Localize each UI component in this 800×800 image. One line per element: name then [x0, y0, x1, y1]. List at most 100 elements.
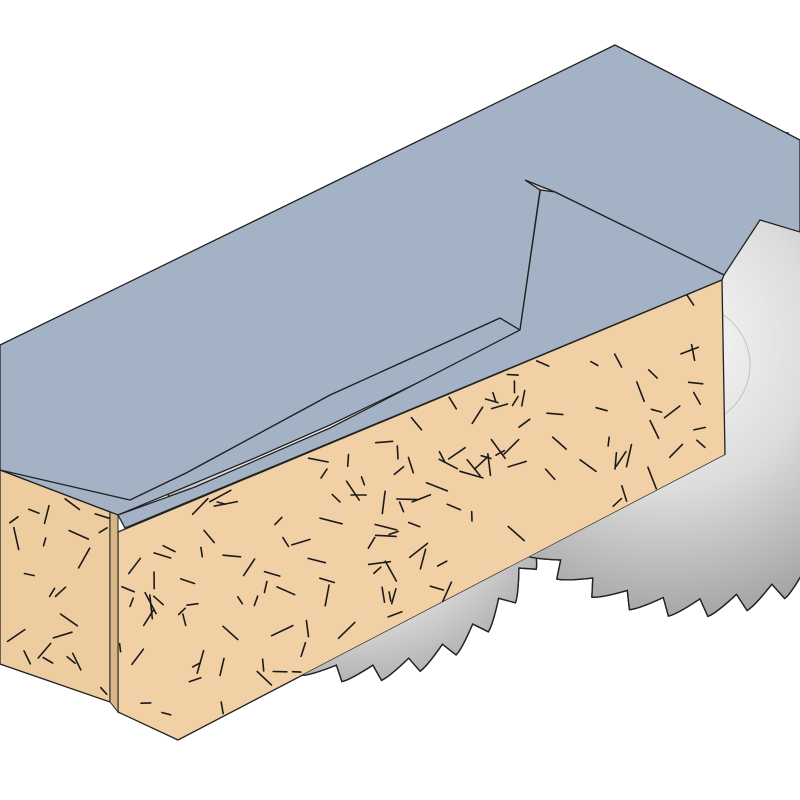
grain-mark [144, 591, 157, 615]
grain-mark [381, 586, 386, 604]
grain-mark [690, 343, 696, 362]
grain-mark [99, 686, 108, 696]
grain-mark [687, 381, 704, 385]
grain-mark [625, 443, 633, 468]
grain-mark [388, 591, 392, 602]
grain-mark [612, 497, 623, 508]
grain-mark [466, 458, 481, 477]
grain-mark [300, 641, 307, 658]
grain-mark [367, 560, 392, 566]
grain-mark [186, 602, 199, 607]
grain-mark [222, 554, 242, 558]
grain-mark [507, 525, 526, 542]
grain-mark [129, 597, 134, 608]
grain-mark [607, 436, 611, 447]
grain-mark [270, 624, 294, 637]
grain-mark [319, 517, 343, 525]
grain-mark [668, 443, 684, 459]
grain-mark [695, 439, 706, 449]
grain-mark [23, 572, 36, 577]
grain-mark [551, 436, 568, 450]
grain-mark [384, 560, 398, 582]
grain-mark [118, 642, 122, 653]
grain-mark [374, 523, 398, 531]
grain-mark [438, 458, 459, 470]
grain-mark [345, 480, 361, 501]
grain-mark [395, 498, 418, 501]
grain-mark [492, 391, 497, 403]
grain-mark [128, 557, 142, 575]
grain-mark [685, 293, 695, 306]
grain-mark [153, 552, 172, 559]
grain-mark [188, 676, 202, 683]
grain-mark [447, 446, 466, 460]
grain-mark [77, 547, 91, 569]
grain-mark [320, 468, 328, 479]
board-top-main [0, 44, 800, 501]
grain-mark [177, 607, 186, 616]
grain-mark [196, 649, 205, 675]
grain-mark [282, 536, 290, 548]
grain-mark [48, 587, 56, 598]
grain-mark [52, 631, 73, 639]
grain-mark [274, 516, 283, 526]
grain-mark [94, 513, 110, 521]
grain-mark [425, 481, 449, 492]
grain-mark [506, 373, 519, 376]
grain-mark [613, 353, 623, 368]
grain-mark [680, 346, 700, 355]
grain-mark [6, 628, 26, 643]
grain-mark [589, 360, 599, 367]
grain-mark [152, 595, 164, 606]
wood-grain-end [6, 497, 110, 696]
grain-mark [448, 396, 458, 410]
grain-mark [43, 504, 50, 525]
grain-mark [429, 585, 445, 591]
grain-mark [305, 619, 310, 638]
grain-mark [307, 457, 329, 463]
grain-mark [408, 542, 429, 559]
grain-mark [486, 452, 492, 477]
grain-mark [237, 595, 244, 605]
grain-mark [407, 456, 415, 474]
grain-mark [59, 613, 79, 627]
grain-mark [346, 453, 350, 468]
grain-mark [396, 445, 399, 460]
grain-mark [337, 621, 356, 640]
grain-mark [474, 455, 490, 470]
grain-mark [407, 521, 421, 528]
grain-mark [191, 662, 201, 668]
grain-mark [381, 490, 386, 515]
grain-mark [203, 529, 215, 544]
grain-mark [263, 570, 281, 577]
grain-mark [438, 450, 446, 463]
grain-mark [131, 648, 145, 666]
grain-mark [484, 398, 499, 404]
grain-mark [71, 652, 82, 671]
grain-mark [411, 493, 432, 503]
grain-mark [9, 515, 19, 524]
grain-mark [615, 450, 627, 468]
grain-mark [614, 451, 618, 470]
grain-mark [121, 585, 135, 593]
grain-mark [162, 544, 176, 553]
grain-mark [42, 537, 47, 547]
grain-mark [436, 560, 448, 567]
grain-mark [360, 476, 366, 486]
grain-mark [242, 558, 256, 577]
grain-mark [647, 368, 659, 379]
grain-mark [23, 650, 32, 665]
grain-mark [649, 419, 660, 440]
grain-mark [263, 580, 268, 594]
grain-mark [253, 595, 259, 607]
grain-mark [511, 395, 519, 407]
grain-mark [398, 501, 405, 513]
grain-mark [579, 458, 597, 473]
grain-mark [410, 416, 423, 431]
grain-mark [318, 577, 336, 584]
grain-mark [42, 656, 54, 664]
grain-mark [222, 625, 239, 641]
grain-mark [393, 465, 405, 476]
